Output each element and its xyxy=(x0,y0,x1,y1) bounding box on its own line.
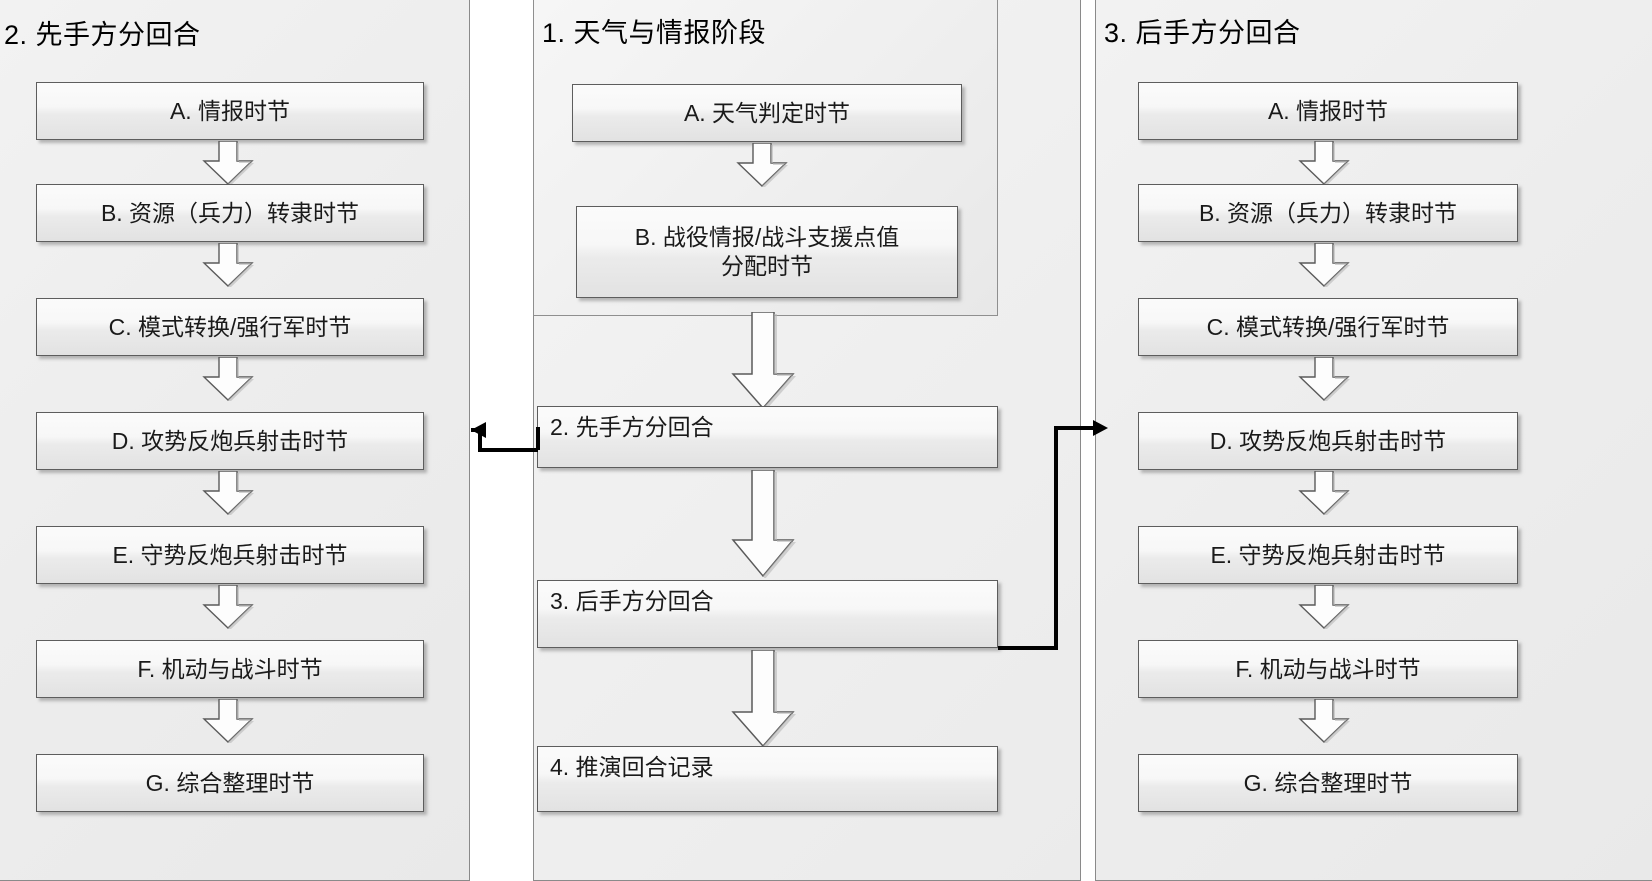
right-step-g[interactable]: G. 综合整理时节 xyxy=(1138,754,1518,812)
left-step-f[interactable]: F. 机动与战斗时节 xyxy=(36,640,424,698)
down-arrow-icon xyxy=(200,585,256,629)
left-step-b[interactable]: B. 资源（兵力）转隶时节 xyxy=(36,184,424,242)
right-step-b[interactable]: B. 资源（兵力）转隶时节 xyxy=(1138,184,1518,242)
mid-phase-step-a[interactable]: A. 天气判定时节 xyxy=(572,84,962,142)
right-step-d[interactable]: D. 攻势反炮兵射击时节 xyxy=(1138,412,1518,470)
down-arrow-icon xyxy=(200,699,256,743)
down-arrow-icon xyxy=(727,470,799,578)
down-arrow-icon xyxy=(200,357,256,401)
down-arrow-icon xyxy=(734,143,790,187)
down-arrow-icon xyxy=(1296,141,1352,185)
panel-title-mid: 1. 天气与情报阶段 xyxy=(542,18,767,48)
down-arrow-icon xyxy=(1296,585,1352,629)
panel-title-left: 2. 先手方分回合 xyxy=(4,20,201,50)
down-arrow-icon xyxy=(1296,243,1352,287)
mid-phase-step-b-line1: B. 战役情报/战斗支援点值 xyxy=(634,224,900,251)
down-arrow-icon xyxy=(200,243,256,287)
mid-flow-step-second-subturn[interactable]: 3. 后手方分回合 xyxy=(537,580,998,648)
right-step-e[interactable]: E. 守势反炮兵射击时节 xyxy=(1138,526,1518,584)
down-arrow-icon xyxy=(1296,357,1352,401)
mid-flow-step-turn-record[interactable]: 4. 推演回合记录 xyxy=(537,746,998,812)
down-arrow-icon xyxy=(200,141,256,185)
left-step-c[interactable]: C. 模式转换/强行军时节 xyxy=(36,298,424,356)
mid-flow-step-first-subturn[interactable]: 2. 先手方分回合 xyxy=(537,406,998,468)
left-step-e[interactable]: E. 守势反炮兵射击时节 xyxy=(36,526,424,584)
right-step-a[interactable]: A. 情报时节 xyxy=(1138,82,1518,140)
mid-phase-step-b-line2: 分配时节 xyxy=(721,253,813,279)
right-step-f[interactable]: F. 机动与战斗时节 xyxy=(1138,640,1518,698)
right-step-c[interactable]: C. 模式转换/强行军时节 xyxy=(1138,298,1518,356)
down-arrow-icon xyxy=(727,312,799,410)
down-arrow-icon xyxy=(1296,471,1352,515)
left-step-d[interactable]: D. 攻势反炮兵射击时节 xyxy=(36,412,424,470)
down-arrow-icon xyxy=(200,471,256,515)
mid-phase-step-b[interactable]: B. 战役情报/战斗支援点值 分配时节 xyxy=(576,206,958,298)
panel-title-right: 3. 后手方分回合 xyxy=(1104,18,1301,48)
left-step-g[interactable]: G. 综合整理时节 xyxy=(36,754,424,812)
left-step-a[interactable]: A. 情报时节 xyxy=(36,82,424,140)
down-arrow-icon xyxy=(1296,699,1352,743)
down-arrow-icon xyxy=(727,650,799,748)
